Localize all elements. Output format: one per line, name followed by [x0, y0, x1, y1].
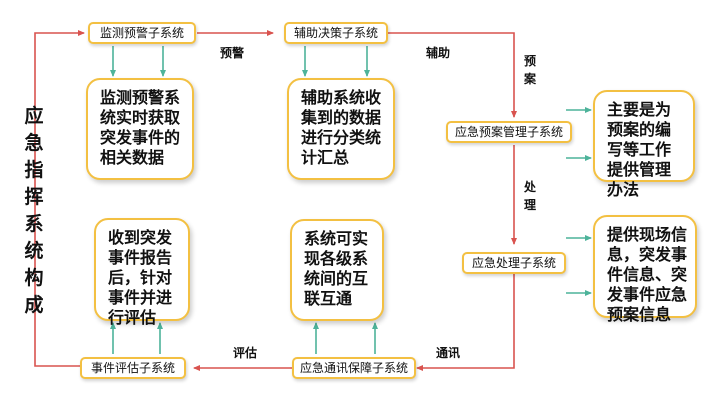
edge-label-plan: 预案	[523, 54, 536, 86]
diagram-title: 应急指挥系统构成	[24, 105, 44, 316]
arrow-evaluation-to-monitoring	[34, 30, 85, 367]
evaluation-subsystem-box: 事件评估子系统	[80, 357, 186, 379]
evaluation-description: 收到突发事件报告后，针对事件并进行评估	[94, 218, 190, 327]
edge-label-assist: 辅助	[426, 46, 451, 60]
handling-description: 提供现场信息，突发事件信息、突发事件应急预案信息	[593, 215, 697, 324]
arrow-decision-to-plan	[388, 32, 517, 118]
decision-description: 辅助系统收集到的数据进行分类统计汇总	[287, 78, 395, 180]
plan-subsystem-box: 应急预案管理子系统	[446, 121, 572, 143]
edge-label-evaluate: 评估	[233, 346, 258, 360]
edge-label-communication: 通讯	[436, 346, 461, 360]
handling-subsystem-box: 应急处理子系统	[462, 252, 566, 274]
decision-subsystem-box: 辅助决策子系统	[284, 22, 388, 44]
arrow-handling-to-comm	[416, 272, 515, 371]
plan-description: 主要是为预案的编写等工作提供管理办法	[593, 90, 695, 199]
monitoring-subsystem-box: 监测预警子系统	[88, 22, 196, 44]
edge-label-warning: 预警	[220, 46, 245, 60]
monitoring-description: 监测预警系统实时获取突发事件的相关数据	[86, 78, 194, 180]
edge-label-process: 处理	[523, 180, 536, 212]
comm-description: 系统可实现各级系统间的互联互通	[290, 219, 384, 321]
comm-subsystem-box: 应急通讯保障子系统	[292, 357, 416, 379]
